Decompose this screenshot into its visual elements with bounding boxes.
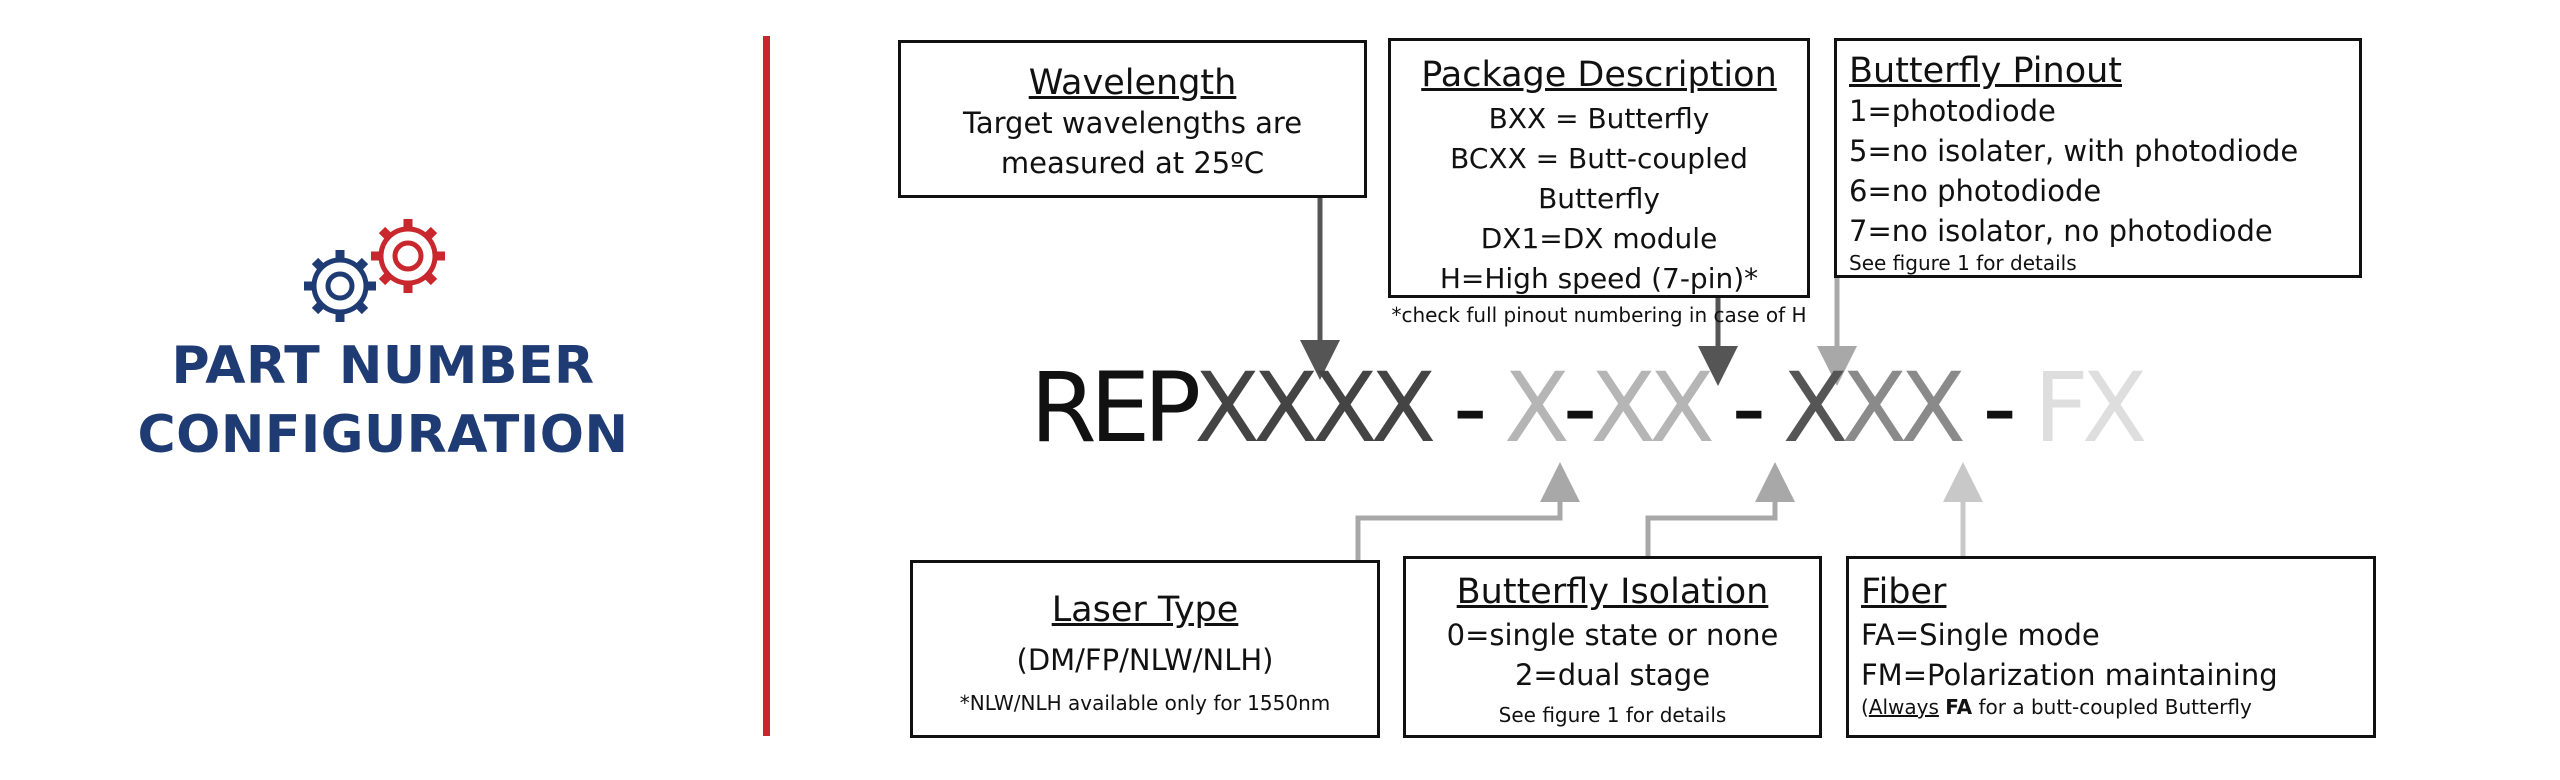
- divider-line: [763, 36, 770, 736]
- pn-dash-3: -: [1707, 352, 1783, 464]
- wavelength-line1: Target wavelengths are: [962, 106, 1303, 140]
- pinout-title: Butterfly Pinout: [1849, 51, 2123, 91]
- package-description-box: Package Description BXX = Butterfly BCXX…: [1388, 38, 1810, 327]
- fiber-note-rest: for a butt-coupled Butterfly: [1972, 695, 2252, 719]
- isolation-line1: 0=single state or none: [1446, 618, 1779, 652]
- package-note: *check full pinout numbering in case of …: [1391, 303, 1807, 327]
- butterfly-isolation-box: Butterfly Isolation 0=single state or no…: [1403, 556, 1822, 738]
- arrow-laser: [1355, 462, 1580, 560]
- fiber-box: Fiber FA=Single mode FM=Polarization mai…: [1846, 556, 2376, 738]
- pn-dash-1: -: [1429, 352, 1504, 464]
- laser-title: Laser Type: [1051, 590, 1239, 630]
- isolation-line2: 2=dual stage: [1514, 658, 1711, 692]
- pn-fiber: FX: [2033, 352, 2148, 464]
- laser-type-box: Laser Type (DM/FP/NLW/NLH) *NLW/NLH avai…: [910, 560, 1380, 738]
- wavelength-title: Wavelength: [1028, 63, 1237, 103]
- isolation-title: Butterfly Isolation: [1456, 572, 1769, 612]
- pn-package: X: [1782, 352, 1849, 464]
- fiber-line1: FA=Single mode: [1861, 618, 2100, 652]
- pinout-line1: 1=photodiode: [1849, 94, 2056, 128]
- laser-line1: (DM/FP/NLW/NLH): [1016, 643, 1274, 677]
- pn-dash-2: -: [1562, 352, 1598, 464]
- pn-dash-4: -: [1958, 352, 2034, 464]
- package-line2: BCXX = Butt-coupled Butterfly: [1450, 142, 1748, 215]
- fiber-title: Fiber: [1861, 572, 1947, 612]
- isolation-note: See figure 1 for details: [1498, 703, 1727, 727]
- package-line3: DX1=DX module: [1480, 222, 1718, 255]
- wavelength-line2: measured at 25ºC: [1000, 146, 1265, 180]
- fiber-line2: FM=Polarization maintaining: [1861, 658, 2278, 692]
- page-title-line2: CONFIGURATION: [137, 405, 629, 465]
- part-number: REPXXXX - X-XX - XXX - FX: [1030, 352, 2148, 464]
- pinout-note: See figure 1 for details: [1849, 251, 2077, 275]
- butterfly-pinout-box: Butterfly Pinout 1=photodiode 5=no isola…: [1834, 38, 2362, 278]
- package-line1: BXX = Butterfly: [1488, 102, 1710, 135]
- pn-laser-type: X: [1503, 352, 1570, 464]
- pinout-line4: 7=no isolator, no photodiode: [1849, 214, 2273, 248]
- fiber-note: (Always FA for a butt-coupled Butterfly: [1861, 695, 2373, 719]
- pinout-line3: 6=no photodiode: [1849, 174, 2102, 208]
- pinout-line2: 5=no isolater, with photodiode: [1849, 134, 2299, 168]
- pn-pinout: XX: [1841, 352, 1966, 464]
- fiber-note-fa: FA: [1945, 695, 1973, 719]
- fiber-note-open: (: [1861, 695, 1869, 719]
- laser-note: *NLW/NLH available only for 1550nm: [959, 691, 1331, 715]
- pn-wavelength: XXXX: [1194, 352, 1436, 464]
- wavelength-box: Wavelength Target wavelengths are measur…: [898, 40, 1367, 198]
- gears-icon: [304, 219, 445, 322]
- pn-rep: REP: [1030, 352, 1201, 464]
- fiber-note-always: Always: [1868, 695, 1939, 719]
- arrow-isolation: [1645, 462, 1795, 556]
- package-title: Package Description: [1421, 55, 1777, 95]
- page-title-line1: PART NUMBER: [171, 336, 595, 396]
- pn-laser-type-ext: XX: [1590, 352, 1715, 464]
- package-line4: H=High speed (7-pin)*: [1439, 262, 1759, 295]
